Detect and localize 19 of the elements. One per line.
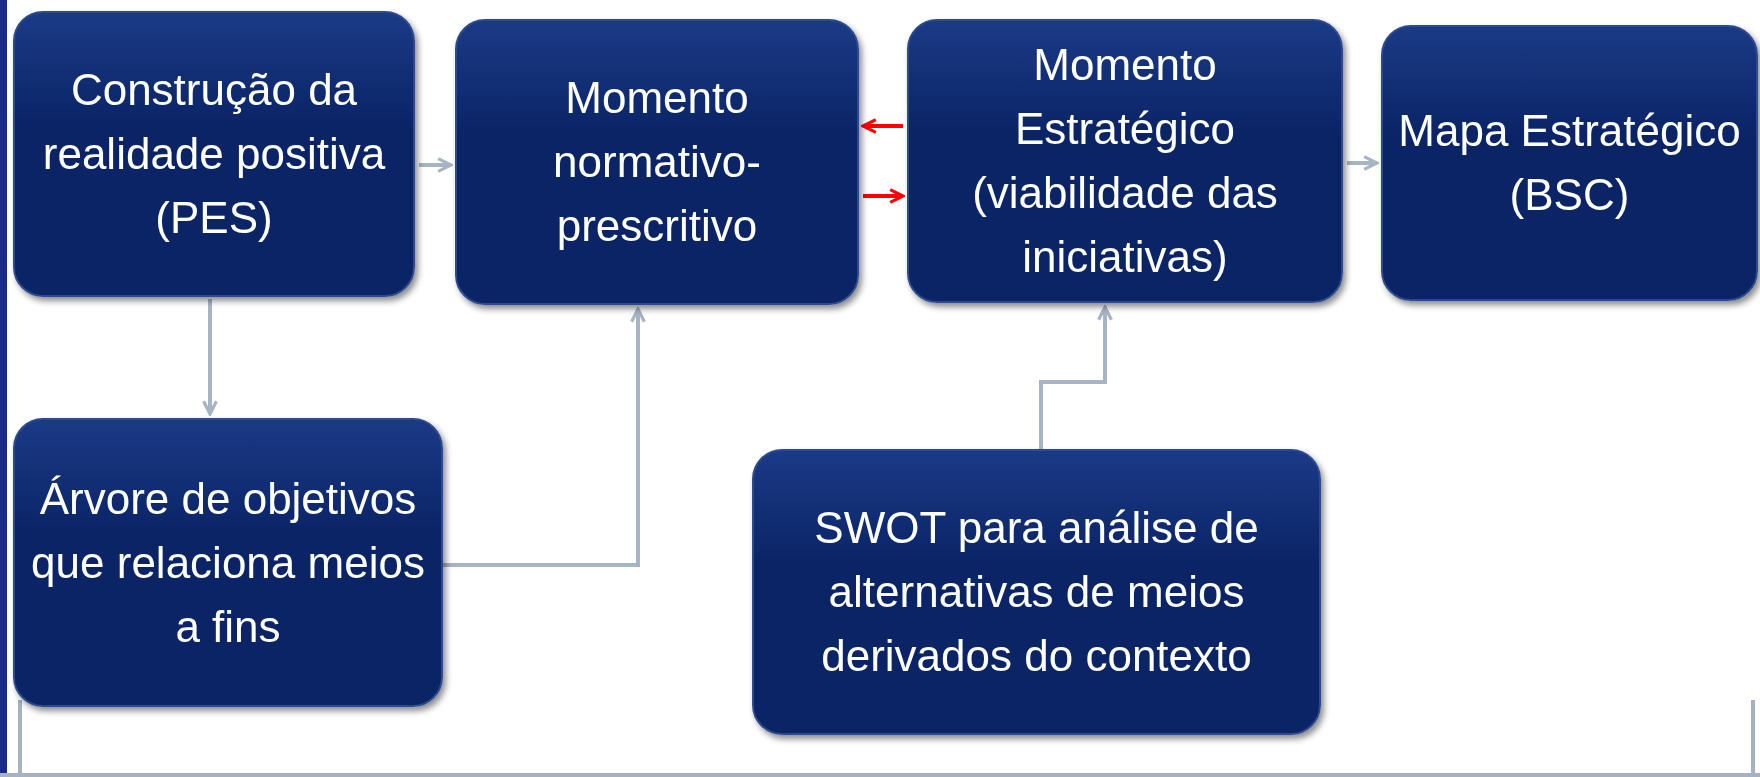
box-label: Árvore de objetivos que relaciona meios a fins — [30, 472, 426, 653]
arrow — [202, 299, 218, 416]
process-box — [752, 449, 1321, 735]
box-label: Mapa Estratégico (BSC) — [1397, 105, 1742, 221]
box-label: Momento Estratégico (viabilidade das iniciativas) — [971, 39, 1279, 283]
process-box — [1381, 25, 1758, 301]
process-box — [13, 418, 443, 707]
arrow — [1039, 305, 1113, 449]
arrow — [863, 188, 905, 204]
arrow — [1347, 155, 1379, 171]
process-box — [907, 19, 1343, 303]
process-box — [13, 11, 415, 297]
box-label: Construção da realidade positiva (PES) — [41, 64, 387, 244]
arrow — [861, 118, 903, 134]
arrow — [419, 157, 453, 173]
process-box — [455, 19, 859, 305]
arrow — [443, 307, 646, 567]
box-label: SWOT para análise de alternativas de meios derivados do contexto — [813, 502, 1260, 682]
box-label: Momento normativo-prescritivo — [552, 72, 762, 252]
